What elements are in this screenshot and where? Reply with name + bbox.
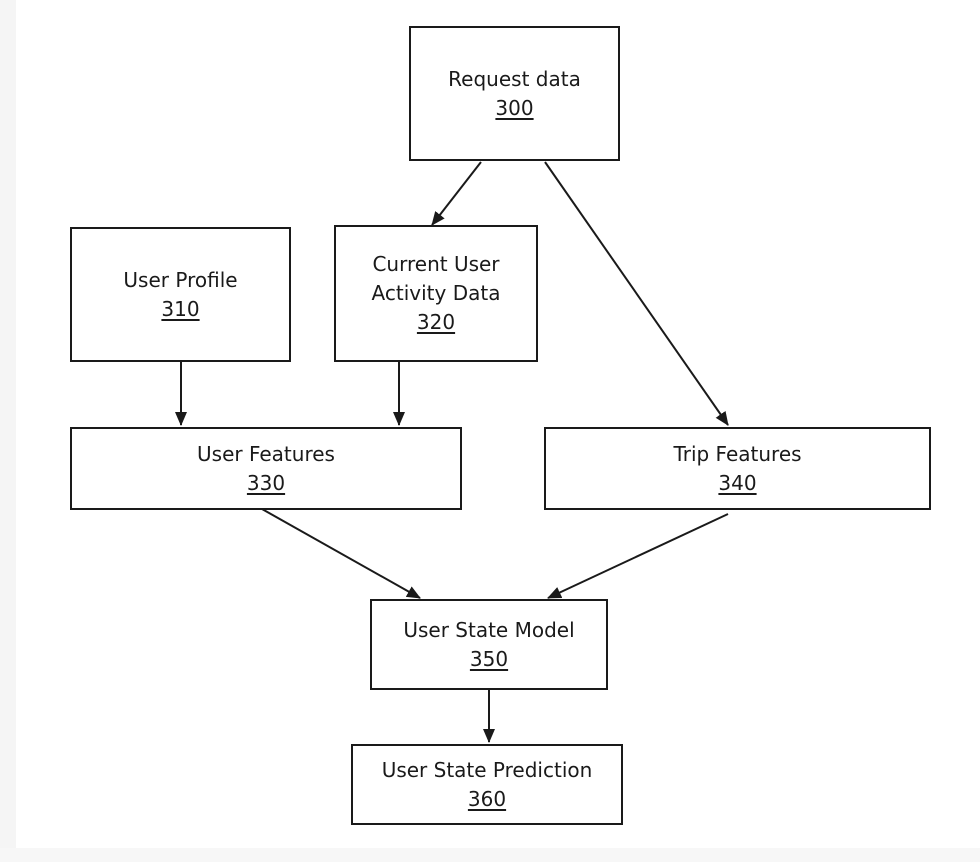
node-request-data: Request data 300	[409, 26, 620, 161]
node-user-state-model-label: User State Model	[403, 617, 575, 642]
node-user-state-prediction: User State Prediction 360	[351, 744, 623, 825]
node-activity-ref: 320	[416, 310, 456, 334]
node-user-features-label: User Features	[197, 441, 335, 466]
page-edge-shade	[0, 0, 16, 862]
node-trip-features: Trip Features 340	[544, 427, 931, 510]
node-activity-label-line1: Current User	[372, 252, 500, 276]
node-user-profile-ref: 310	[161, 296, 200, 321]
node-user-state-prediction-ref: 360	[467, 786, 507, 811]
arrow-request-to-activity	[431, 161, 482, 226]
node-activity-label-line2: Activity Data	[371, 281, 501, 305]
node-current-user-activity-data: Current User Activity Data 320	[334, 225, 538, 362]
node-user-features: User Features 330	[70, 427, 462, 510]
node-user-state-prediction-label: User State Prediction	[381, 757, 593, 782]
node-user-features-ref: 330	[246, 470, 286, 495]
node-user-state-model: User State Model 350	[370, 599, 608, 690]
node-request-data-ref: 300	[495, 95, 534, 120]
node-request-data-label: Request data	[448, 66, 581, 91]
page-bottom-shade	[0, 848, 980, 862]
arrow-user-features-to-model	[261, 508, 421, 599]
arrow-request-to-trip-features	[544, 161, 729, 426]
node-trip-features-label: Trip Features	[673, 441, 802, 466]
node-user-state-model-ref: 350	[469, 646, 509, 671]
node-trip-features-ref: 340	[718, 470, 757, 495]
arrow-trip-features-to-model	[547, 513, 729, 599]
node-user-profile-label: User Profile	[123, 267, 238, 292]
node-user-profile: User Profile 310	[70, 227, 291, 362]
